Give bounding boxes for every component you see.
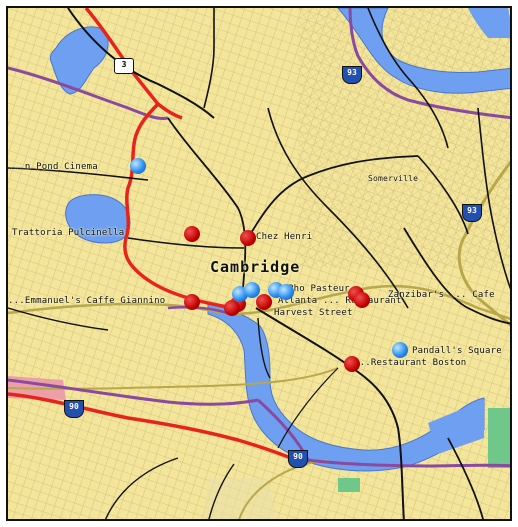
restaurant-label: ...Emmanuel's Caffe Giannino — [8, 296, 166, 306]
park — [338, 478, 360, 492]
street-grid-east — [298, 8, 510, 268]
restaurant-marker[interactable] — [256, 294, 272, 310]
i90-highway — [8, 378, 259, 406]
restaurant-label: Chez Henri — [256, 232, 313, 242]
local-road — [257, 317, 271, 379]
i90-shield-west: 90 — [64, 400, 84, 418]
restaurant-marker[interactable] — [344, 356, 360, 372]
i93-highway — [348, 8, 510, 120]
route-3-road — [84, 8, 183, 120]
cinema-marker[interactable] — [244, 282, 260, 298]
i90-shield-east: 90 — [288, 450, 308, 468]
local-road — [167, 117, 247, 299]
street-map[interactable] — [8, 8, 512, 521]
local-road — [255, 307, 405, 519]
route-16-road — [123, 102, 235, 310]
river-north-east — [468, 8, 510, 38]
restaurant-marker[interactable] — [184, 294, 200, 310]
local-road — [208, 463, 235, 519]
local-road — [67, 8, 215, 119]
river-bay — [428, 400, 484, 454]
i90-highway — [256, 398, 510, 468]
local-road — [417, 155, 469, 235]
cinema-marker[interactable] — [392, 342, 408, 358]
local-road — [247, 155, 419, 239]
restaurant-label: Atlanta ... Restaurant — [278, 296, 402, 306]
cinema-label: Pandall's Square — [412, 346, 502, 356]
park — [488, 408, 510, 468]
route-20-road — [8, 392, 297, 462]
rail-line — [8, 367, 339, 390]
restaurant-label: Trattoria Pulcinella — [12, 228, 125, 238]
route-2-highway — [8, 66, 169, 120]
park — [203, 478, 278, 519]
city-label: Cambridge — [210, 258, 301, 276]
restaurant-label: Pho Pasteur — [288, 284, 350, 294]
restaurant-marker[interactable] — [354, 292, 370, 308]
restaurant-marker[interactable] — [224, 300, 240, 316]
local-road — [267, 107, 409, 309]
restaurant-label: Zanzibar's ... Cafe — [388, 290, 495, 300]
local-road — [403, 227, 510, 325]
local-road — [367, 8, 449, 149]
charles-river — [207, 303, 485, 472]
local-road — [277, 367, 339, 449]
restaurant-label: ...Restaurant Boston — [354, 358, 467, 368]
restaurant-marker[interactable] — [240, 230, 256, 246]
cinema-label: ...n Pond Cinema — [8, 162, 98, 172]
map-frame: 3 93 93 90 90 ...n Pond Cinema Trattoria… — [6, 6, 512, 521]
i93-shield-south: 93 — [462, 204, 482, 222]
cinema-marker[interactable] — [130, 158, 146, 174]
route-3-shield: 3 — [114, 58, 134, 74]
i93-shield-north: 93 — [342, 66, 362, 84]
local-road — [8, 307, 109, 331]
local-road — [105, 457, 179, 519]
local-road — [8, 167, 149, 181]
neighborhood-label: Somerville — [368, 174, 419, 183]
rail-line — [457, 160, 510, 327]
street-label: Harvest Street — [274, 308, 353, 318]
local-road — [203, 8, 215, 109]
restaurant-marker[interactable] — [184, 226, 200, 242]
cinema-marker[interactable] — [278, 284, 294, 300]
local-road — [447, 437, 484, 519]
local-road — [127, 237, 245, 249]
local-road — [477, 107, 510, 290]
